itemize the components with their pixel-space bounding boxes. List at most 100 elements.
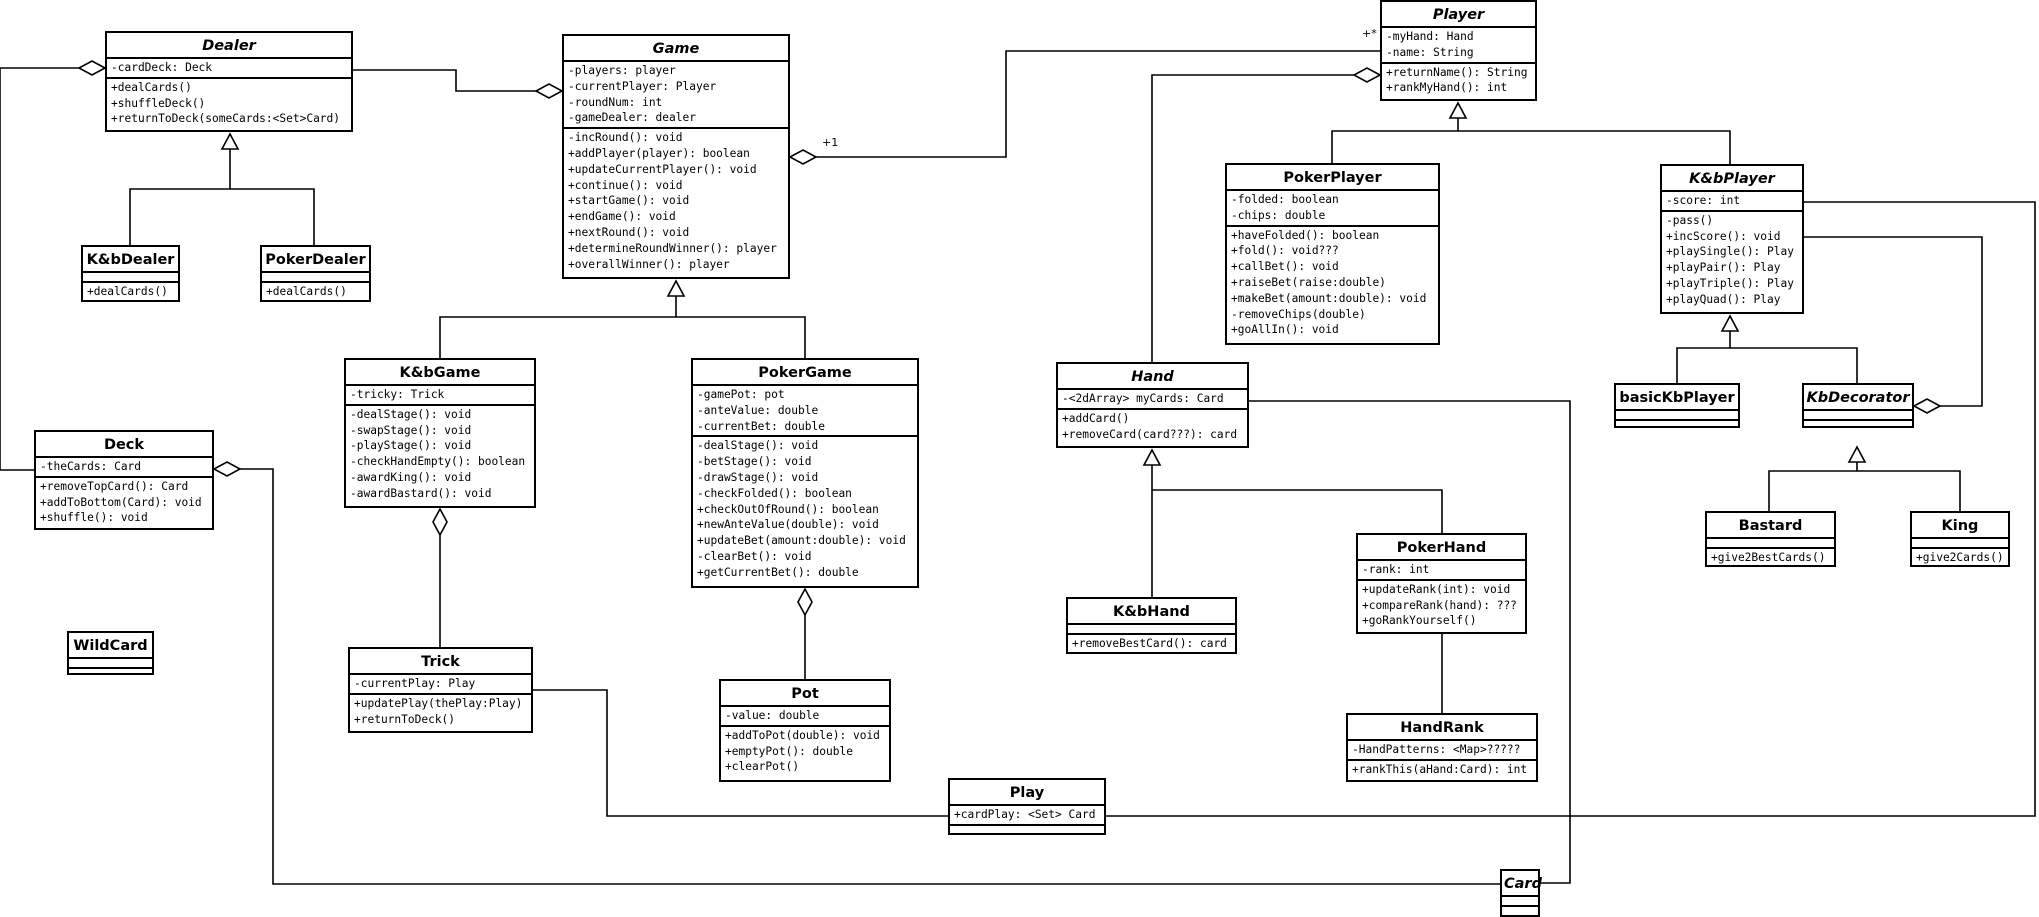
methods-compartment: +give2BestCards()	[1707, 547, 1834, 567]
attributes-compartment: -folded: boolean -chips: double	[1227, 189, 1438, 225]
method: -incRound(): void	[568, 131, 683, 145]
methods-compartment	[1804, 419, 1912, 429]
attribute: -value: double	[725, 709, 820, 722]
method: +returnToDeck()	[354, 712, 456, 726]
attribute: -currentBet: double	[697, 419, 825, 433]
method: +returnToDeck(someCards:<Set>Card)	[111, 112, 341, 126]
method: +rankMyHand(): int	[1386, 81, 1508, 95]
class-name: K&bHand	[1113, 604, 1190, 620]
method: +goAllIn(): void	[1231, 323, 1339, 337]
class-king: King+give2Cards()	[1910, 511, 2010, 567]
method: +incScore(): void	[1666, 229, 1781, 243]
class-name: Hand	[1131, 369, 1174, 385]
method: +updatePlay(thePlay:Play)	[354, 696, 523, 710]
pokergame-aggregation-diamond	[797, 587, 813, 617]
class-name: HandRank	[1400, 720, 1484, 736]
attributes-compartment	[83, 271, 178, 281]
attributes-compartment	[1912, 537, 2008, 547]
class-hand-rank: HandRank-HandPatterns: <Map>?????+rankTh…	[1346, 713, 1538, 782]
dealer-generalization-line	[129, 188, 315, 245]
method: -betStage(): void	[697, 455, 812, 469]
play-kbplayer-association	[1106, 201, 2036, 817]
methods-compartment: +haveFolded(): boolean+fold(): void???+c…	[1227, 224, 1438, 340]
class-play: Play+cardPlay: <Set> Card	[948, 778, 1106, 835]
method: +determineRoundWinner(): player	[568, 241, 777, 255]
method: +makeBet(amount:double): void	[1231, 291, 1427, 305]
class-basic-kb-player: basicKbPlayer	[1614, 383, 1740, 428]
method: +raiseBet(raise:double)	[1231, 275, 1386, 289]
method: +checkOutOfRound(): boolean	[697, 502, 879, 516]
attribute: -folded: boolean	[1231, 193, 1339, 206]
attributes-compartment	[1068, 623, 1235, 633]
method: +dealCards()	[111, 80, 192, 94]
method: +removeCard(card???): card	[1062, 427, 1238, 441]
methods-compartment: +give2Cards()	[1912, 547, 2008, 567]
class-name: PokerGame	[758, 365, 852, 381]
method: +addPlayer(player): boolean	[568, 146, 750, 160]
methods-compartment: -incRound(): void+addPlayer(player): boo…	[564, 127, 788, 273]
game-player-association	[816, 50, 1380, 158]
attributes-compartment: +cardPlay: <Set> Card	[950, 804, 1104, 824]
method: -awardKing(): void	[350, 470, 472, 484]
method: +removeBestCard(): card	[1072, 637, 1227, 650]
method: +updateBet(amount:double): void	[697, 534, 906, 548]
methods-compartment: +removeTopCard(): Card+addToBottom(Card)…	[36, 475, 212, 527]
methods-compartment: +updateRank(int): void+compareRank(hand)…	[1358, 578, 1525, 630]
method: -checkFolded(): boolean	[697, 486, 852, 500]
player-hand-aggregation	[1151, 74, 1354, 362]
method: +newAnteValue(double): void	[697, 518, 879, 532]
attributes-compartment: -rank: int	[1358, 559, 1525, 579]
class-name: Bastard	[1738, 518, 1803, 534]
multiplicity-many: +*	[1362, 27, 1377, 40]
methods-compartment	[950, 823, 1104, 834]
game-generalization-line	[439, 316, 806, 358]
methods-compartment: +dealCards()	[83, 281, 178, 301]
method: -removeChips(double)	[1231, 307, 1366, 321]
game-aggregation-diamond	[534, 83, 564, 99]
attribute: -gamePot: pot	[697, 388, 785, 401]
attribute: -currentPlay: Play	[354, 677, 476, 690]
class-bastard: Bastard +give2BestCards()	[1705, 511, 1836, 567]
class-kb-decorator: KbDecorator	[1802, 383, 1914, 428]
methods-compartment	[69, 667, 152, 677]
method: +playTriple(): Play	[1666, 276, 1794, 290]
attributes-compartment: -cardDeck: Deck	[107, 57, 351, 77]
attributes-compartment	[262, 271, 369, 281]
class-name: Trick	[421, 654, 460, 670]
method: +playPair(): Play	[1666, 261, 1781, 275]
attributes-compartment	[1502, 895, 1538, 905]
method: +continue(): void	[568, 178, 683, 192]
method: +endGame(): void	[568, 210, 676, 224]
attribute: -name: String	[1386, 45, 1474, 59]
attributes-compartment	[1707, 537, 1834, 547]
hand-generalization-line	[1151, 489, 1443, 597]
method: +give2BestCards()	[1711, 551, 1826, 564]
methods-compartment: -dealStage(): void-swapStage(): void-pla…	[346, 403, 534, 503]
class-name: Card	[1504, 876, 1542, 892]
class-poker-game: PokerGame-gamePot: pot-anteValue: double…	[691, 358, 919, 588]
methods-compartment: +removeBestCard(): card	[1068, 633, 1235, 653]
class-name: basicKbPlayer	[1619, 390, 1735, 406]
method: +rankThis(aHand:Card): int	[1352, 762, 1528, 776]
class-name: WildCard	[73, 638, 148, 654]
class-kb-hand: K&bHand +removeBestCard(): card	[1066, 597, 1237, 654]
class-card: Card	[1500, 869, 1542, 917]
method: +dealCards()	[87, 285, 168, 298]
attribute: -players: player	[568, 64, 676, 77]
attribute: -chips: double	[1231, 208, 1326, 222]
method: +emptyPot(): double	[725, 744, 853, 758]
methods-compartment: +dealCards()+shuffleDeck()+returnToDeck(…	[107, 76, 351, 128]
attribute: -currentPlayer: Player	[568, 79, 717, 93]
dealer-generalization-arrow	[220, 132, 240, 150]
attribute: -gameDealer: dealer	[568, 111, 696, 125]
hand-card-association	[1249, 400, 1571, 884]
deck-aggregation-diamond	[212, 461, 242, 477]
method: +addToBottom(Card): void	[40, 495, 202, 509]
attributes-compartment: -<2dArray> myCards: Card	[1058, 388, 1247, 408]
attribute: -roundNum: int	[568, 95, 663, 109]
deck-dealer-aggregation	[0, 67, 79, 471]
class-kb-player: K&bPlayer-score: int-pass()+incScore(): …	[1660, 164, 1804, 314]
class-poker-dealer: PokerDealer+dealCards()	[260, 245, 371, 302]
class-name: Player	[1432, 7, 1485, 23]
class-name: PokerPlayer	[1283, 170, 1382, 186]
